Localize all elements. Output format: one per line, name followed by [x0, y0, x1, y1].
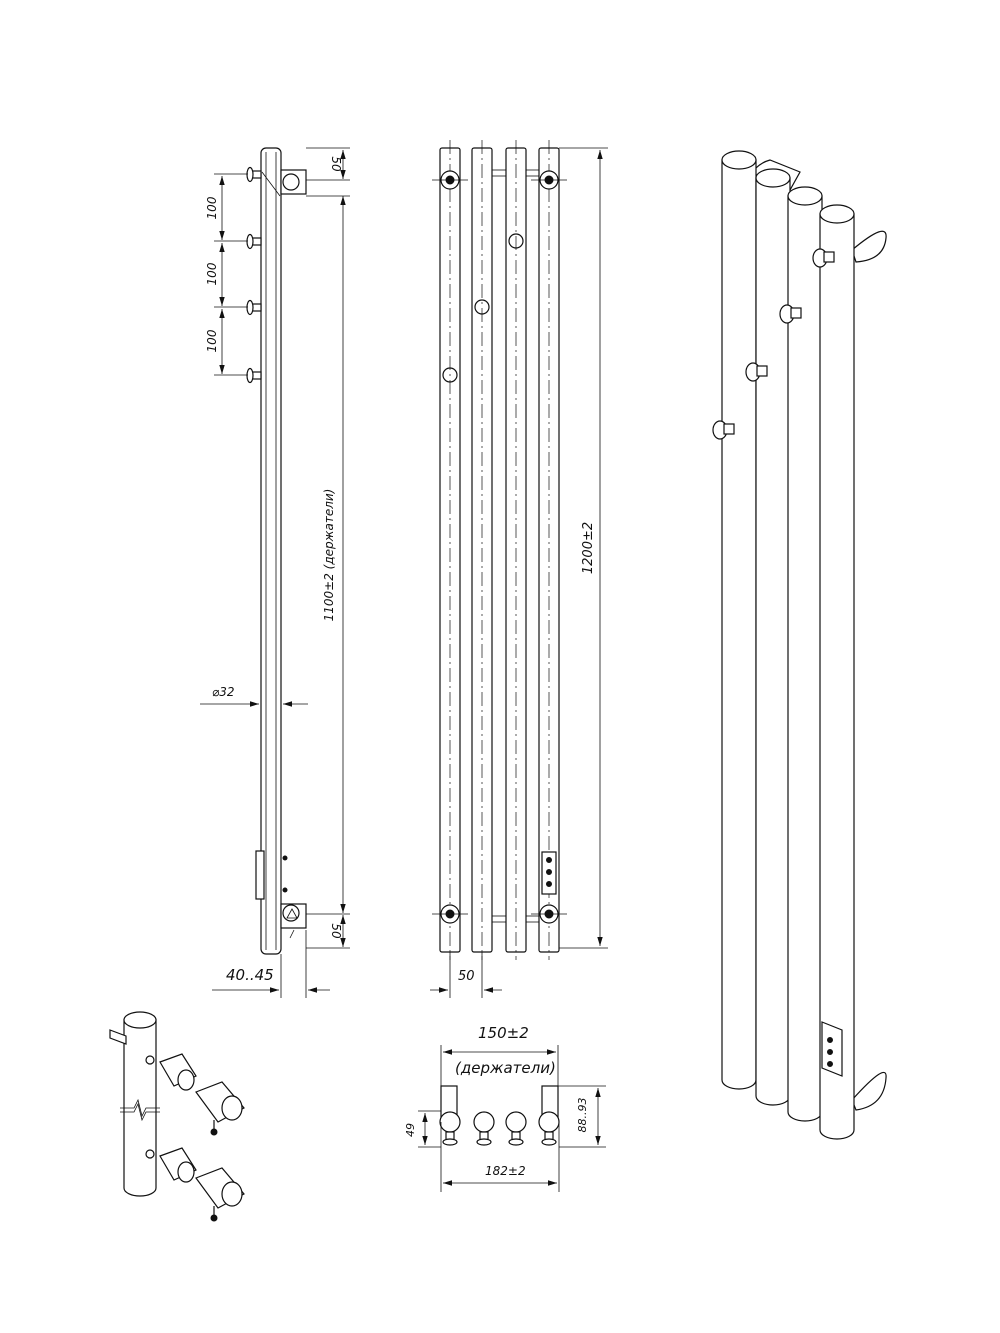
front-view: 1200±2 50: [430, 140, 608, 998]
iso-tube-4: [819, 204, 855, 1140]
dim-tube-pitch: 50: [458, 969, 475, 984]
front-holders: [432, 170, 567, 924]
mounting-detail: [109, 1011, 245, 1222]
iso-tube-2: [755, 168, 791, 1106]
tube-connectors: [491, 169, 540, 923]
dim-total-height: 1200±2: [581, 522, 596, 574]
dim-holders-height: 1100±2 (держатели): [322, 489, 336, 622]
dim-side-top: 50: [329, 156, 343, 172]
iso-tube-3: [787, 186, 823, 1122]
iso-tube-1: [721, 150, 757, 1090]
top-tubes: [439, 1111, 560, 1146]
dim-pitch-1: 100: [205, 196, 219, 219]
dim-side-bottom: 50: [329, 923, 343, 939]
detail-holder-lower: [145, 1147, 245, 1222]
dim-pitch-3: 100: [205, 329, 219, 352]
top-view: 150±2 (держатели) 182±2 49 88..93: [404, 1024, 606, 1192]
iso-control-unit: [821, 1021, 843, 1077]
front-hooks: [442, 233, 524, 383]
front-tubes: [439, 140, 560, 960]
side-view: 50 1100±2 (держатели) 50 100 100 100 ⌀32…: [200, 147, 350, 998]
dim-holder-spacing: 150±2: [478, 1024, 529, 1042]
dim-depth-max: 88..93: [576, 1098, 589, 1133]
control-unit: [255, 850, 265, 900]
isometric-view: [712, 150, 887, 1140]
dim-diameter: ⌀32: [212, 685, 235, 699]
top-wall-bracket: [261, 169, 307, 197]
dim-holder-spacing-note: (держатели): [455, 1059, 556, 1077]
hook-pins: [246, 166, 262, 384]
dim-wall-offset: 40..45: [226, 966, 274, 984]
front-control-unit: [541, 851, 557, 895]
iso-hooks: [712, 248, 835, 440]
dim-depth-min: 49: [404, 1123, 417, 1137]
bottom-wall-bracket: [280, 903, 307, 939]
detail-holder-upper: [145, 1053, 245, 1136]
dim-total-width: 182±2: [485, 1164, 526, 1178]
dim-pitch-2: 100: [205, 262, 219, 285]
side-tube: [260, 147, 282, 955]
